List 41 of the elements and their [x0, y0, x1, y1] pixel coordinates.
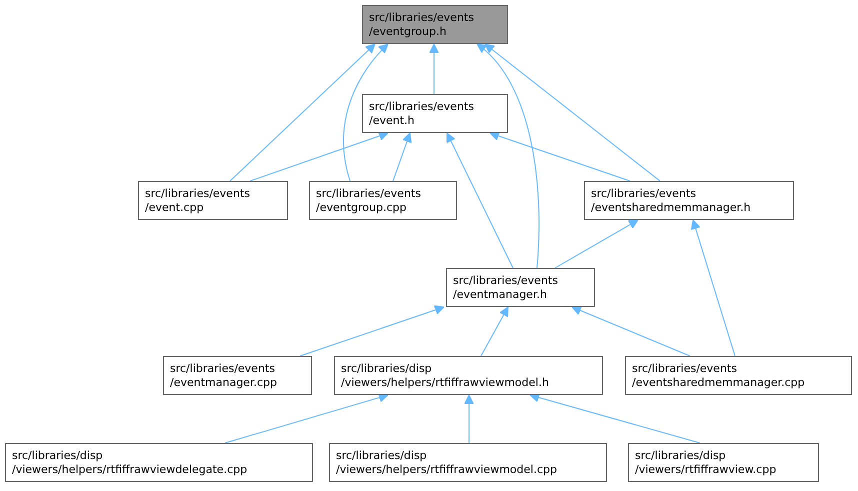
include-arrow: [690, 220, 736, 356]
include-arrow: [464, 394, 474, 444]
include-arrow: [572, 306, 690, 356]
include-arrow: [446, 132, 514, 268]
file-box: [163, 356, 312, 395]
include-arrow: [343, 44, 388, 182]
file-path: src/libraries/events /event.h: [369, 100, 475, 128]
file-path: src/libraries/events /event.cpp: [145, 186, 251, 214]
include-arrow: [429, 44, 439, 94]
include-arrow: [392, 132, 412, 182]
include-arrow: [480, 306, 508, 356]
file-path: src/libraries/events /eventgroup.h: [369, 10, 475, 38]
file-path: src/libraries/disp /viewers/helpers/rtfiffrawviewmodel.cpp: [336, 448, 558, 476]
file-box: [584, 181, 794, 220]
file-path: src/libraries/disp /viewers/helpers/rtfiffrawviewmodel.h: [341, 362, 550, 390]
file-path: src/libraries/events /eventsharedmemmanager.cpp: [632, 362, 806, 390]
file-box: [362, 5, 508, 44]
file-box: [5, 443, 313, 482]
include-arrow: [490, 131, 630, 182]
file-box: [446, 268, 595, 307]
include-arrow: [554, 220, 638, 268]
file-box: [628, 443, 819, 482]
file-path: src/libraries/events /eventmanager.cpp: [170, 362, 278, 390]
file-box: [329, 443, 607, 482]
file-box: [625, 356, 852, 395]
include-arrow: [250, 131, 388, 182]
file-path: src/libraries/events /eventmanager.h: [453, 274, 559, 302]
file-box: [334, 356, 603, 395]
file-path: src/libraries/events /eventgroup.cpp: [316, 186, 422, 214]
file-path: src/libraries/disp /viewers/rtfiffrawview.cpp: [635, 448, 778, 476]
file-box: [362, 94, 508, 133]
include-arrow: [230, 44, 376, 182]
file-box: [138, 181, 288, 220]
include-arrow: [224, 392, 388, 444]
include-arrow: [484, 44, 660, 182]
include-arrow: [530, 392, 700, 444]
file-path: src/libraries/disp /viewers/helpers/rtfiffrawviewdelegate.cpp: [12, 448, 248, 476]
file-path: src/libraries/events /eventsharedmemmanager.h: [591, 186, 752, 214]
include-arrow: [300, 305, 444, 356]
file-box: [309, 181, 457, 220]
include-arrow: [476, 44, 540, 268]
